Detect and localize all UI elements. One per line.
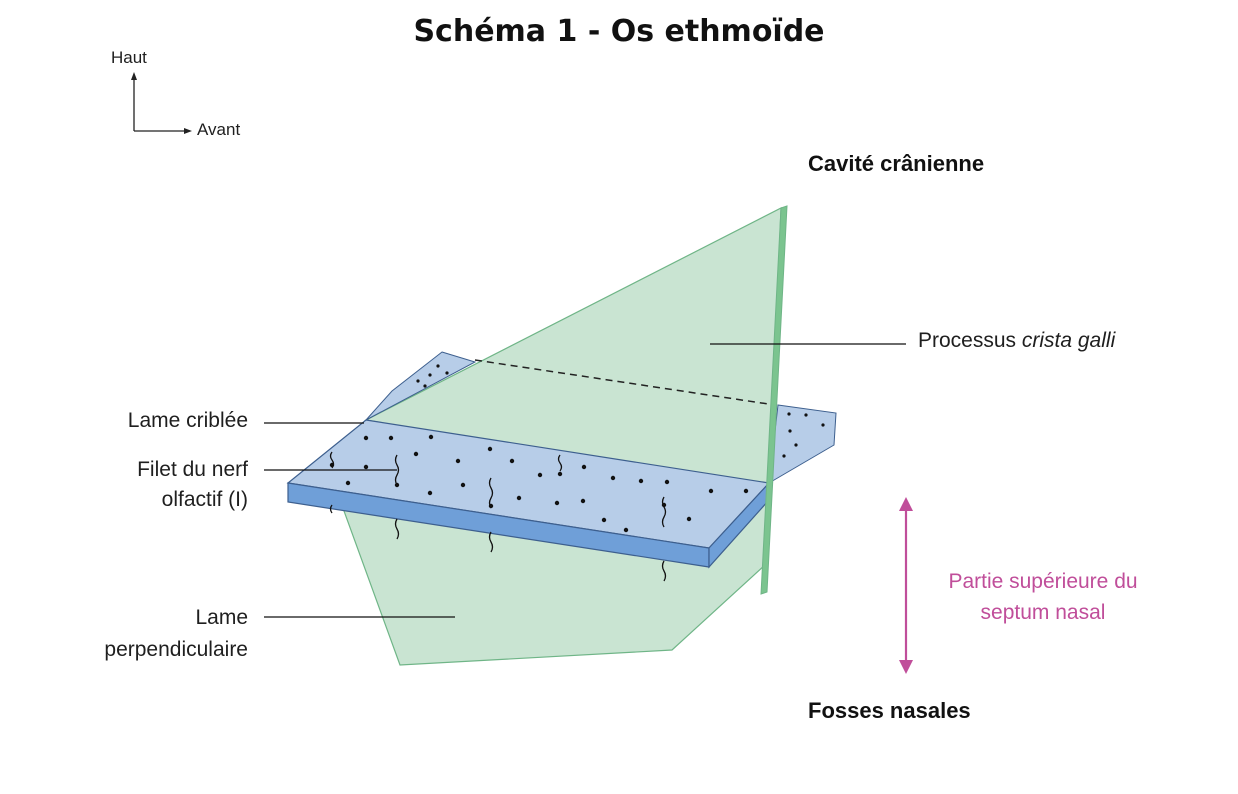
diagram-title: Schéma 1 - Os ethmoïde [413, 14, 825, 49]
label-olfactory-nerve-line1: Filet du nerf [137, 458, 248, 481]
label-perpendicular-plate-line2: perpendiculaire [104, 638, 248, 661]
label-septum-line1: Partie supérieure du [948, 570, 1138, 593]
crista-galli-edge [760, 205, 788, 595]
label-crista-galli-italic: crista galli [1021, 329, 1116, 352]
label-septum: Partie supérieure du septum nasal [918, 566, 1168, 628]
region-cranial-cavity: Cavité crânienne [808, 151, 985, 176]
hidden-edge-dashed [474, 359, 776, 406]
region-nasal-cavities: Fosses nasales [808, 698, 971, 723]
label-septum-line2: septum nasal [980, 601, 1106, 624]
label-perpendicular-plate-line1: Lame [195, 606, 248, 629]
orientation-forward-label: Avant [197, 120, 241, 139]
label-cribriform-plate: Lame criblée [127, 409, 248, 432]
leader-lines [264, 343, 906, 618]
label-crista-galli: Processus crista galli [918, 329, 1115, 353]
orientation-axes [131, 72, 192, 134]
label-olfactory-nerve: Filet du nerf olfactif (I) [137, 455, 248, 515]
orientation-up-label: Haut [111, 48, 147, 67]
cribriform-plate-right [768, 404, 837, 484]
olfactory-nerve-filaments [329, 451, 667, 582]
septum-double-arrow [899, 497, 913, 674]
label-olfactory-nerve-line2: olfactif (I) [161, 488, 248, 511]
label-perpendicular-plate: Lame perpendiculaire [104, 602, 248, 666]
label-crista-galli-prefix: Processus [918, 329, 1022, 352]
